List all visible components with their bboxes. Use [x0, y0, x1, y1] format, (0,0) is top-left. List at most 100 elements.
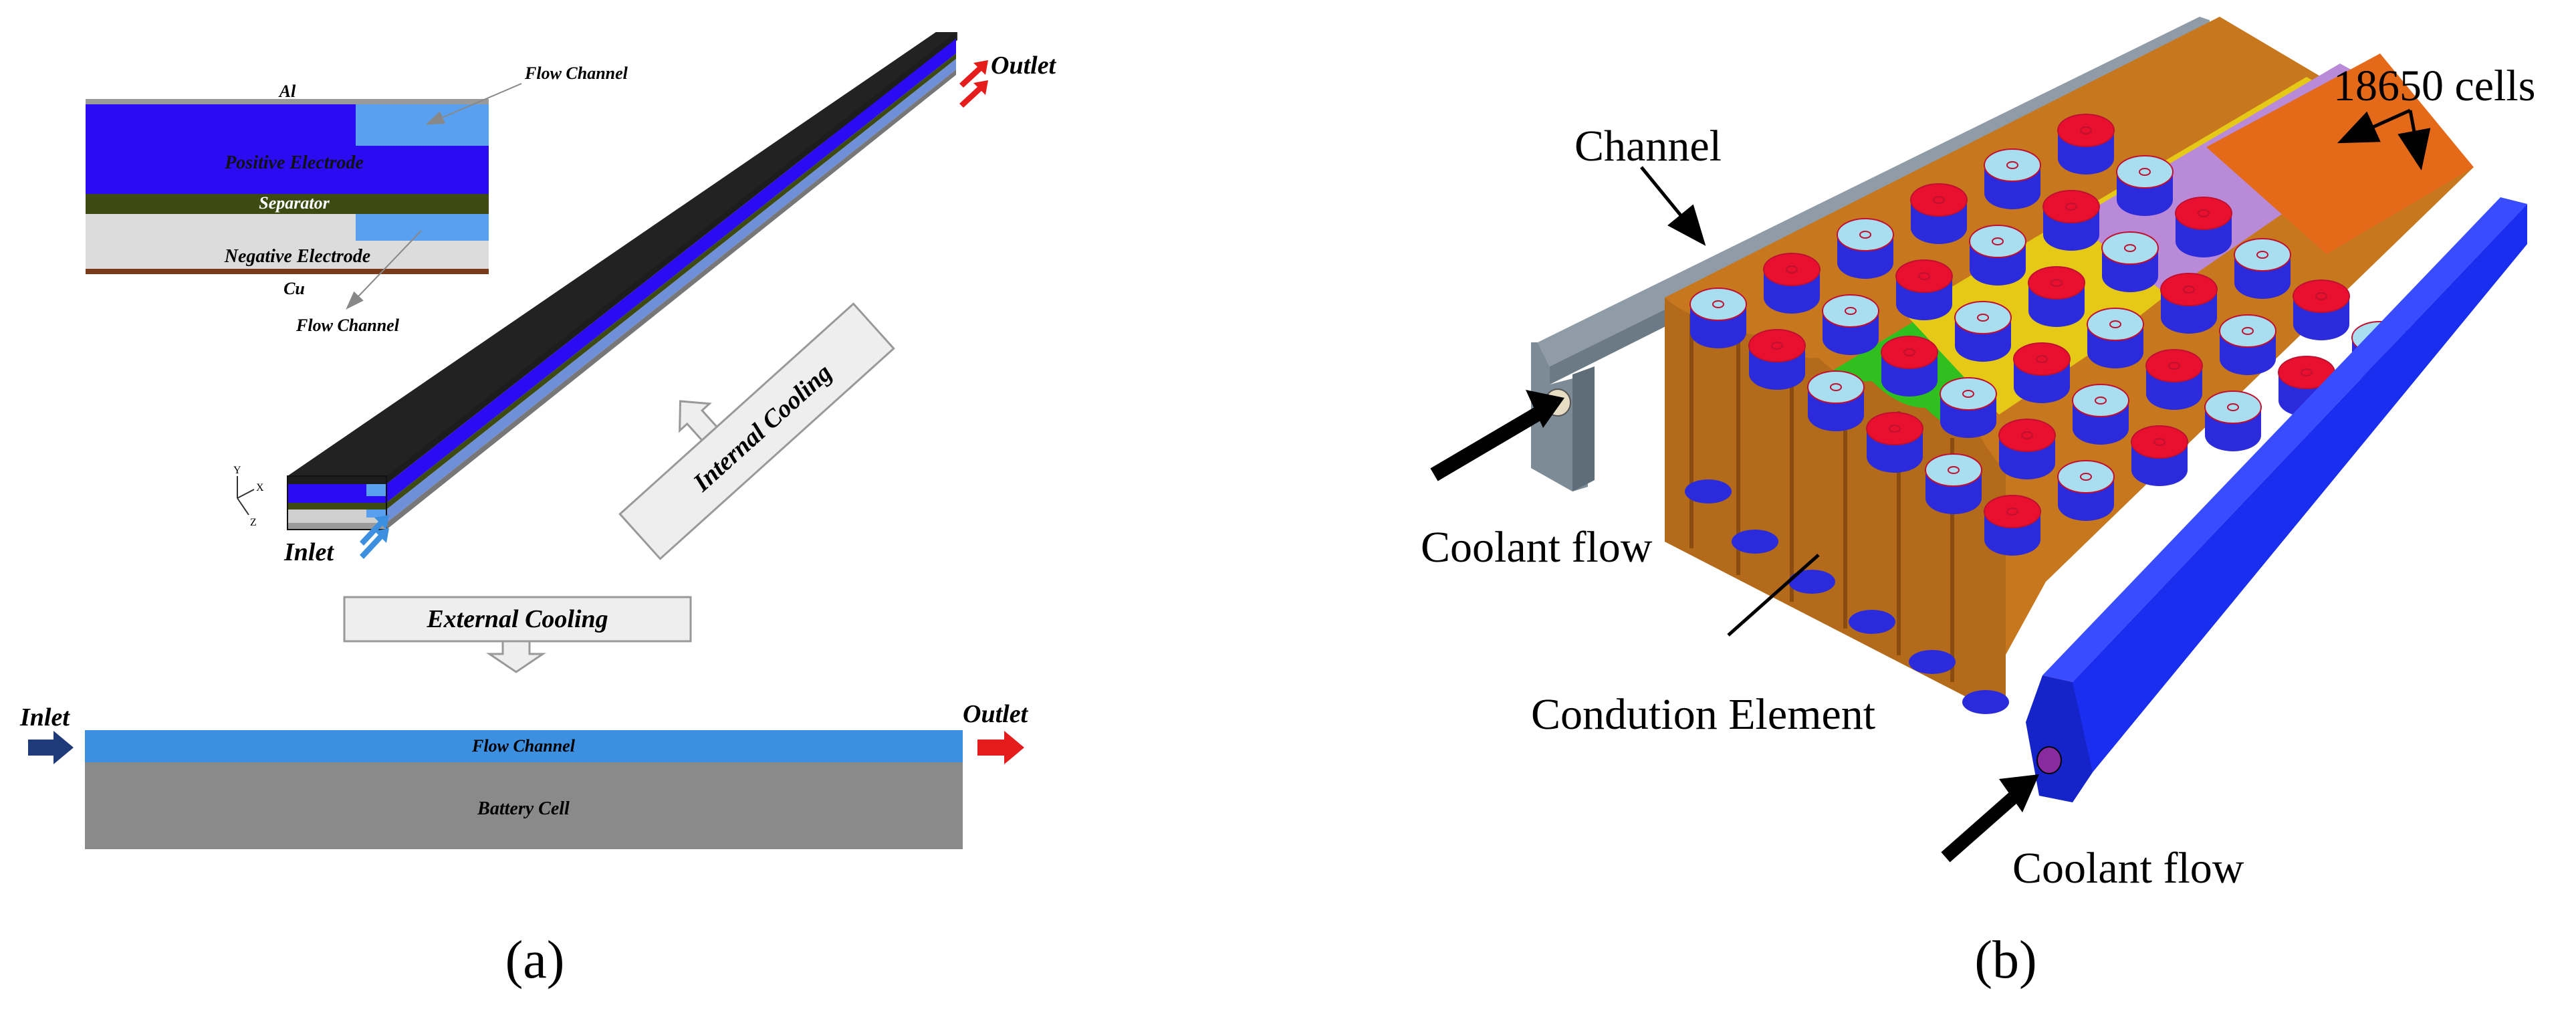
cell-top [1925, 453, 1982, 487]
cell-18650 [1763, 253, 1821, 314]
cell-18650 [2293, 279, 2350, 340]
separator-layer [86, 194, 489, 214]
cell-terminal [1712, 300, 1724, 308]
inlet-arrow-icon [28, 731, 74, 764]
cell-top [2219, 314, 2276, 348]
end-face-separator [287, 503, 386, 510]
cell-top [1822, 294, 1879, 328]
cell-terminal [2095, 397, 2107, 405]
positive-electrode-label: Positive Electrode [224, 152, 364, 173]
external-cooling-callout: External Cooling [343, 596, 692, 673]
cell-18650 [1925, 453, 1982, 514]
cell-terminal [2051, 279, 2063, 287]
flow-channel-strip [85, 730, 963, 762]
cross-section-inset: Al Flow Channel Positive Electrode Separ… [86, 64, 628, 335]
cell-top [1984, 148, 2041, 182]
cell-18650 [2175, 197, 2232, 257]
coolant-flow-left-arrowhead-icon [1526, 390, 1564, 428]
orange-zone [2206, 53, 2474, 254]
cell-cap [2028, 266, 2085, 300]
cell-cap [1998, 419, 2056, 452]
cell-terminal [2124, 244, 2136, 252]
cell-cap [2175, 197, 2232, 230]
coolant-flow-bottom-label: Coolant flow [2012, 844, 2244, 893]
axis-x-line [237, 489, 255, 499]
cell-cap [1895, 259, 1953, 293]
cell-terminal [2139, 168, 2151, 176]
cell-terminal [1933, 196, 1945, 204]
cell-18650 [2028, 266, 2085, 327]
bottom-cell-ends [1685, 479, 2009, 714]
cell-cap [2131, 425, 2188, 459]
cell-18650 [1689, 288, 1747, 348]
cell-terminal [2036, 355, 2048, 363]
cell-top [1969, 225, 2026, 258]
cell-terminal [1859, 231, 1871, 239]
al-label: Al [278, 82, 296, 101]
coolant-flow-left-label: Coolant flow [1421, 523, 1653, 572]
outlet-arrow-icon [977, 731, 1024, 764]
cell-18650 [1748, 329, 1806, 390]
cell-cap [1881, 336, 1938, 369]
cell-top [2072, 384, 2129, 417]
conduction-element-label: Condution Element [1531, 690, 1875, 739]
slab-inlet-arrow-icon [360, 515, 389, 546]
cell-top [1689, 288, 1747, 321]
cell-18650 [2145, 349, 2203, 410]
cell-terminal [2256, 251, 2268, 259]
cell-terminal [1918, 272, 1930, 280]
cell-18650 [1895, 259, 1953, 320]
cell-terminal [2227, 403, 2239, 411]
cell-cap [1866, 412, 1923, 445]
cell-terminal [2153, 438, 2165, 446]
cell-terminal [2065, 203, 2077, 211]
al-layer [86, 99, 489, 104]
battery-cell-label: Battery Cell [477, 798, 570, 819]
cell-top [2234, 238, 2291, 271]
cell-18650 [1998, 419, 2056, 479]
bottom-cell-end [1849, 610, 1895, 634]
cell-terminal [2080, 473, 2092, 481]
cell-terminal [2080, 126, 2092, 134]
cell-cap [2145, 349, 2203, 382]
external-cooling-pointer [486, 640, 546, 673]
cell-terminal [2006, 508, 2018, 516]
cell-18650 [2116, 155, 2174, 216]
cell-terminal [1830, 383, 1842, 391]
end-face-al [287, 476, 386, 484]
cell-cap [1910, 183, 1968, 217]
cell-terminal [2315, 292, 2327, 300]
end-face-lower-channel [366, 510, 386, 518]
inlet-bottom-label: Inlet [19, 703, 70, 731]
bottom-cell-end [1732, 530, 1778, 554]
cell-18650 [1881, 336, 1938, 397]
slab-top-face-shade [287, 32, 956, 476]
cell-terminal [1992, 237, 2004, 245]
inlet-top-label: Inlet [283, 538, 334, 566]
slab-side-negative [386, 59, 956, 523]
slab-outlet-arrow-icon-2 [959, 80, 988, 108]
flow-channel-strip-label: Flow Channel [471, 736, 576, 756]
coolant-flow-bottom-arrowhead-icon [1999, 774, 2039, 812]
internal-cooling-pointer [679, 400, 719, 442]
cell-18650 [2204, 390, 2262, 451]
cell-18650 [1969, 225, 2026, 286]
axis-y-label: Y [233, 465, 241, 476]
cell-cap [2160, 273, 2218, 306]
axis-z-line [237, 497, 249, 516]
cell-terminal [2198, 209, 2210, 217]
upper-flow-channel [356, 104, 489, 146]
cells-array [1689, 114, 2409, 556]
slab-side-positive [386, 39, 956, 503]
cell-cap [2057, 114, 2115, 147]
cell-18650 [1822, 294, 1879, 355]
cell-top [2087, 308, 2144, 341]
cell-terminal [1962, 390, 1974, 398]
cell-terminal [2006, 161, 2018, 169]
cell-cap [1763, 253, 1821, 286]
axis-triad: Y X Z [233, 465, 264, 528]
caption-a: (a) [505, 931, 565, 990]
cell-18650 [2013, 342, 2071, 403]
